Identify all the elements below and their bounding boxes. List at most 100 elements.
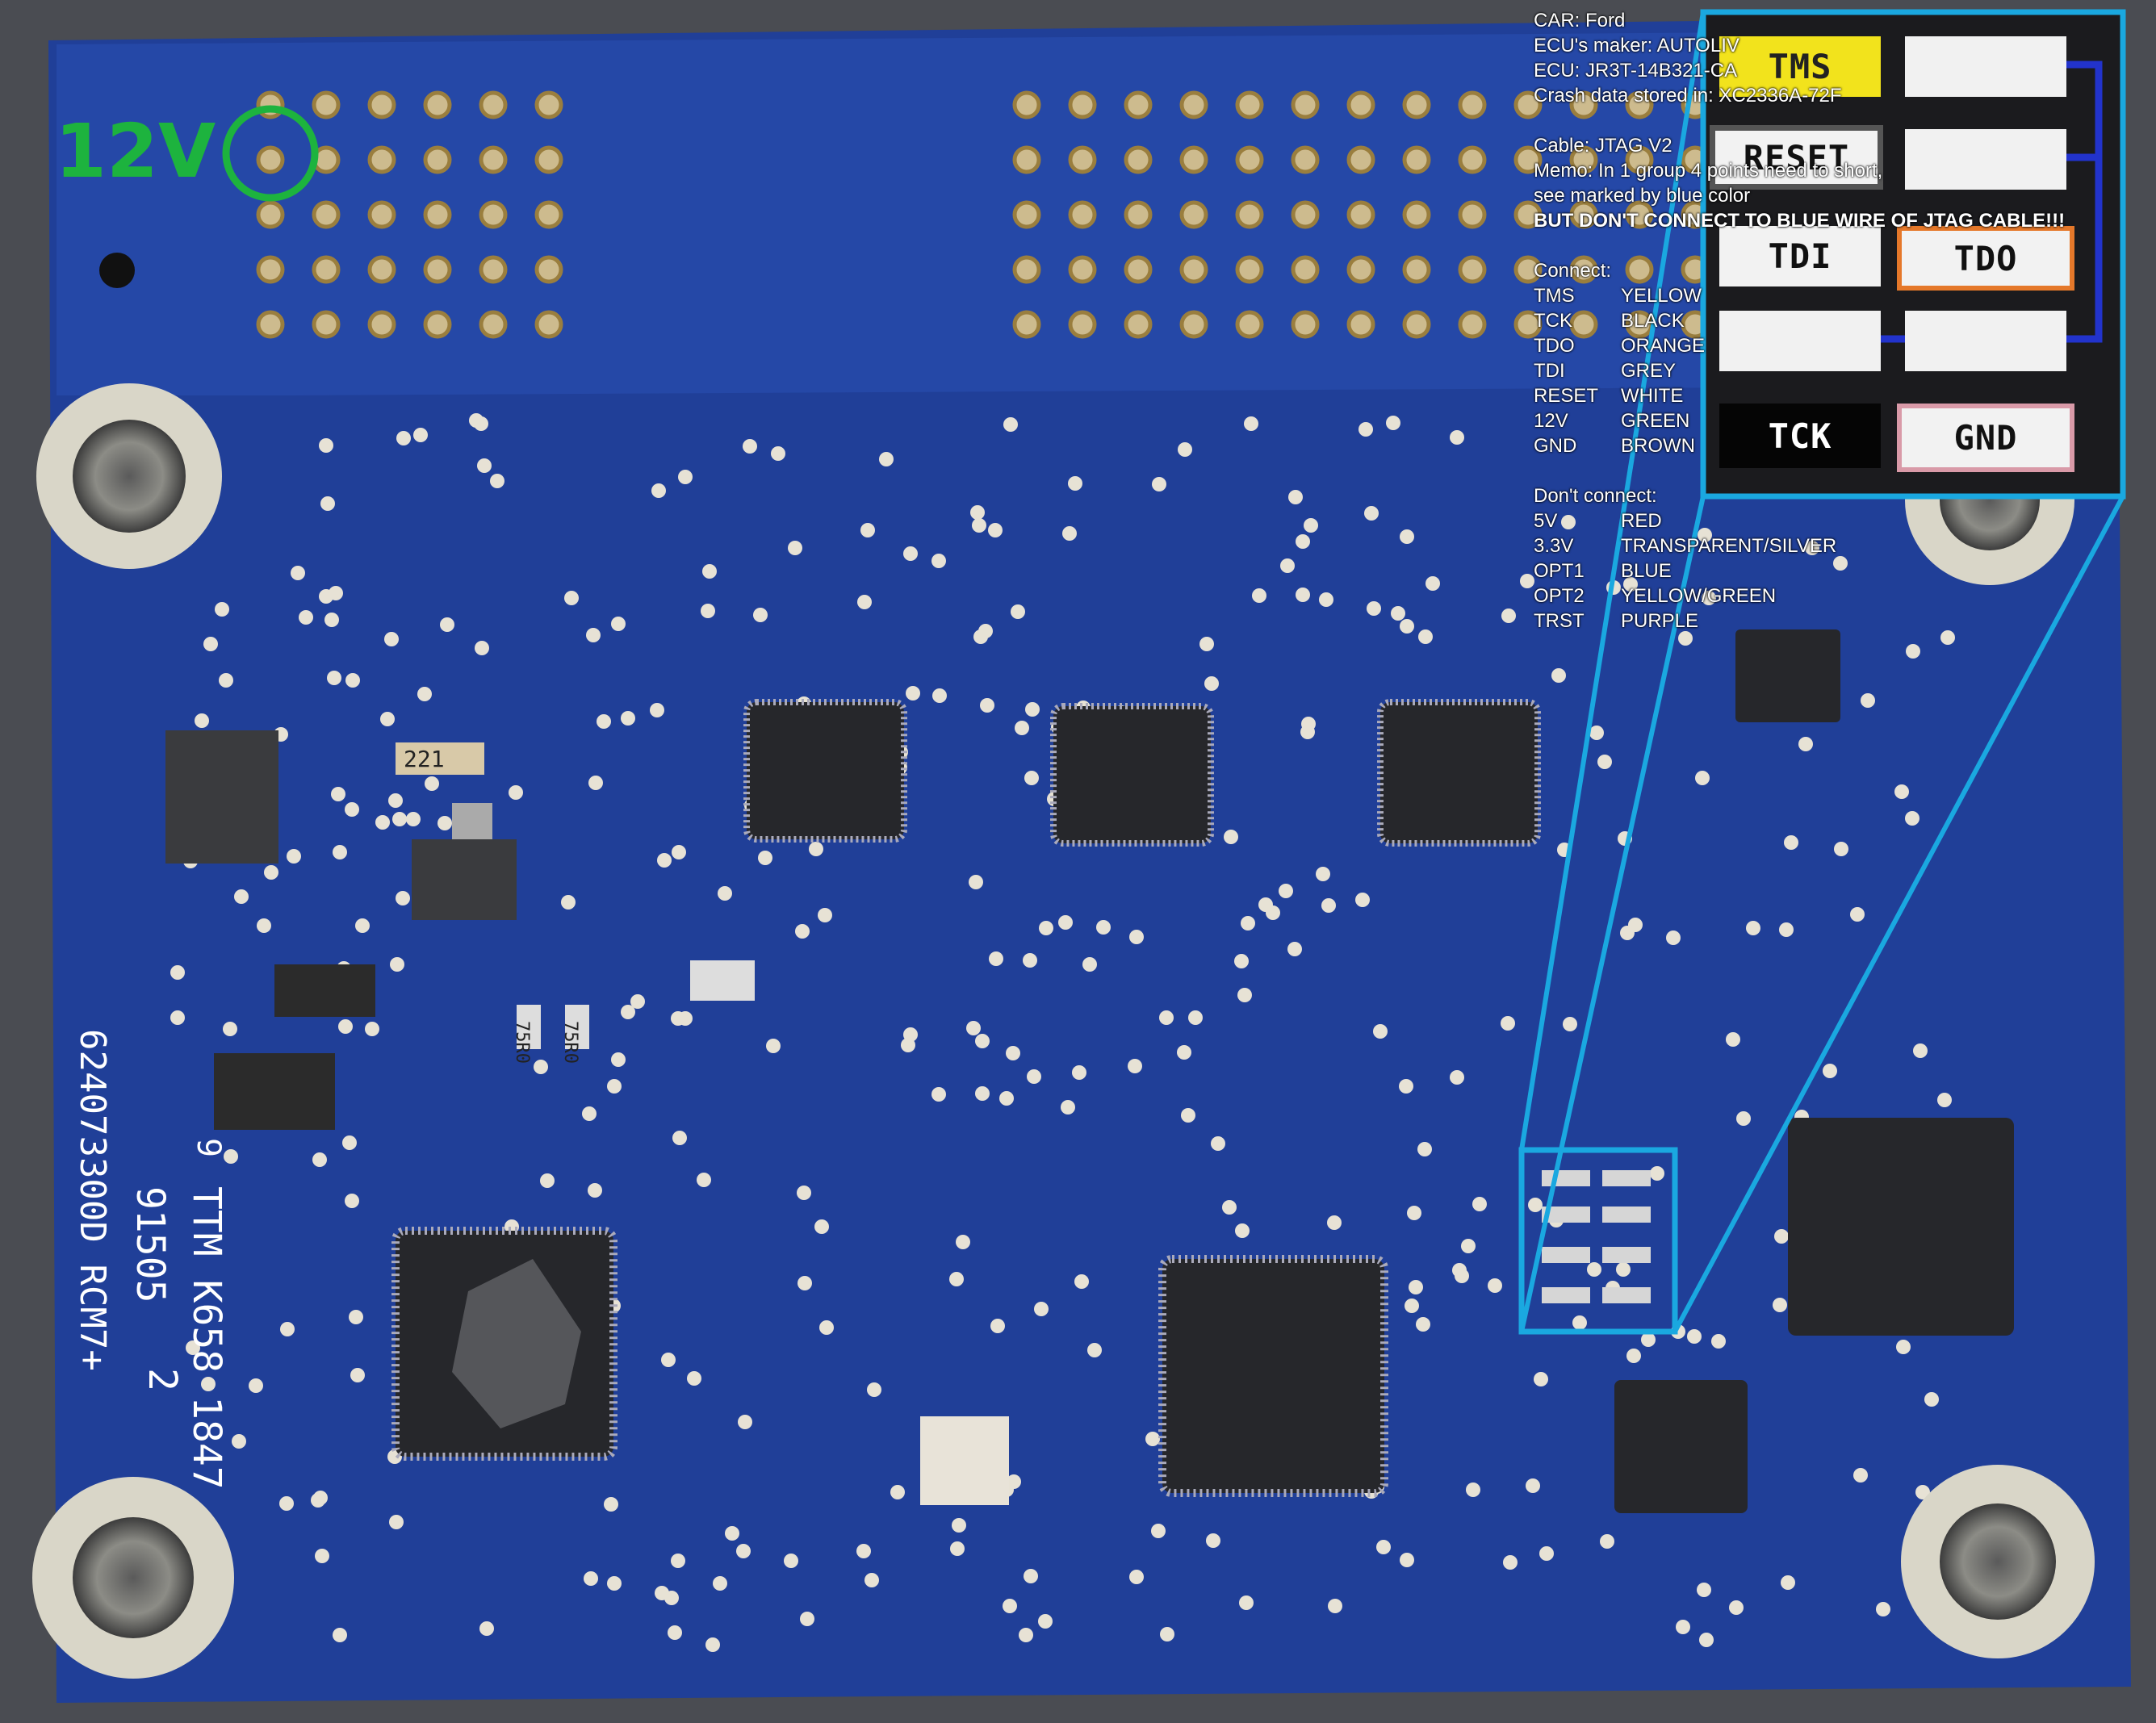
via <box>1623 577 1638 592</box>
pin-name: RESET <box>1534 385 1599 407</box>
via <box>661 1353 676 1367</box>
via <box>809 842 823 856</box>
via <box>1779 922 1794 937</box>
connector-pin <box>367 200 396 229</box>
via <box>672 1131 687 1145</box>
via <box>1551 668 1566 683</box>
via <box>312 1152 327 1167</box>
via <box>388 793 403 808</box>
via <box>584 1571 598 1586</box>
via <box>1376 1540 1391 1554</box>
via <box>1211 1136 1225 1151</box>
connector-pin <box>1235 310 1264 339</box>
via <box>249 1378 263 1393</box>
via <box>975 1034 990 1048</box>
connector-pin <box>1458 90 1487 119</box>
via <box>860 523 875 537</box>
via <box>1915 1485 1930 1499</box>
connector-pin <box>1068 200 1097 229</box>
via <box>856 1544 871 1558</box>
via <box>1206 1533 1220 1548</box>
via <box>477 458 492 473</box>
connector-pin <box>1179 145 1208 174</box>
silk-4: 2 <box>140 1368 185 1391</box>
spacer <box>1534 458 2147 483</box>
via <box>678 470 693 484</box>
via <box>1924 1392 1939 1407</box>
connector-pin <box>1124 310 1153 339</box>
via <box>611 617 626 631</box>
via <box>1386 416 1400 430</box>
via <box>657 853 672 868</box>
via <box>215 602 229 617</box>
connector-pin <box>423 90 452 119</box>
via <box>1687 1329 1702 1344</box>
via <box>1501 608 1516 623</box>
via <box>1520 574 1534 588</box>
via <box>1023 953 1037 968</box>
connector-pin <box>1068 145 1097 174</box>
via <box>588 1183 602 1198</box>
via <box>1861 693 1875 708</box>
connector-pin <box>1235 145 1264 174</box>
via <box>1199 637 1214 651</box>
connector-pin <box>1235 255 1264 284</box>
via <box>1736 1111 1751 1126</box>
via <box>970 505 985 520</box>
connector-pin <box>1569 200 1598 229</box>
via <box>1061 1100 1075 1115</box>
via <box>1304 518 1318 533</box>
via <box>1258 897 1273 912</box>
via <box>1024 1569 1038 1583</box>
via <box>718 886 732 901</box>
via <box>1025 702 1040 717</box>
via <box>389 1515 404 1529</box>
wire-mapping-line: TCK BLACK <box>1534 308 2147 333</box>
via <box>201 1377 216 1391</box>
connector-pin <box>1513 200 1543 229</box>
via <box>766 1039 781 1053</box>
via <box>1159 1010 1174 1025</box>
via <box>1007 1474 1021 1489</box>
via <box>630 994 645 1009</box>
via <box>1128 1059 1142 1073</box>
via <box>621 711 635 726</box>
via <box>223 1022 237 1036</box>
silk-5: 9 <box>190 1138 227 1157</box>
qfp-chips <box>391 629 2014 1513</box>
via <box>753 608 768 622</box>
via <box>800 1612 814 1626</box>
via <box>350 1368 365 1382</box>
via <box>1015 721 1029 735</box>
via <box>1129 930 1144 944</box>
connector-pin <box>1346 200 1375 229</box>
via <box>931 1087 946 1102</box>
via <box>705 1637 720 1652</box>
via <box>287 849 301 864</box>
pin-name: TCK <box>1534 310 1572 332</box>
connector-pins-left <box>256 90 563 339</box>
via <box>1319 592 1333 607</box>
label-12v: 12V <box>55 108 216 194</box>
via <box>1224 830 1238 844</box>
pin-empty-tr2 <box>1905 129 2066 190</box>
wire-color: BLACK <box>1621 310 1685 332</box>
via <box>534 1060 548 1074</box>
via <box>345 673 360 688</box>
silk-2: 91505 <box>128 1186 173 1303</box>
via <box>607 1576 622 1591</box>
via <box>738 1415 752 1429</box>
connector-pin <box>1179 200 1208 229</box>
spacer <box>1534 233 2147 258</box>
via <box>1129 1570 1144 1584</box>
pin-name: GND <box>1534 435 1577 457</box>
connector-pin <box>1012 310 1041 339</box>
pin-tdo: TDO <box>1897 226 2074 291</box>
connector-pin <box>1625 255 1654 284</box>
via <box>1405 1299 1419 1313</box>
via <box>338 1019 353 1034</box>
via <box>795 924 810 939</box>
